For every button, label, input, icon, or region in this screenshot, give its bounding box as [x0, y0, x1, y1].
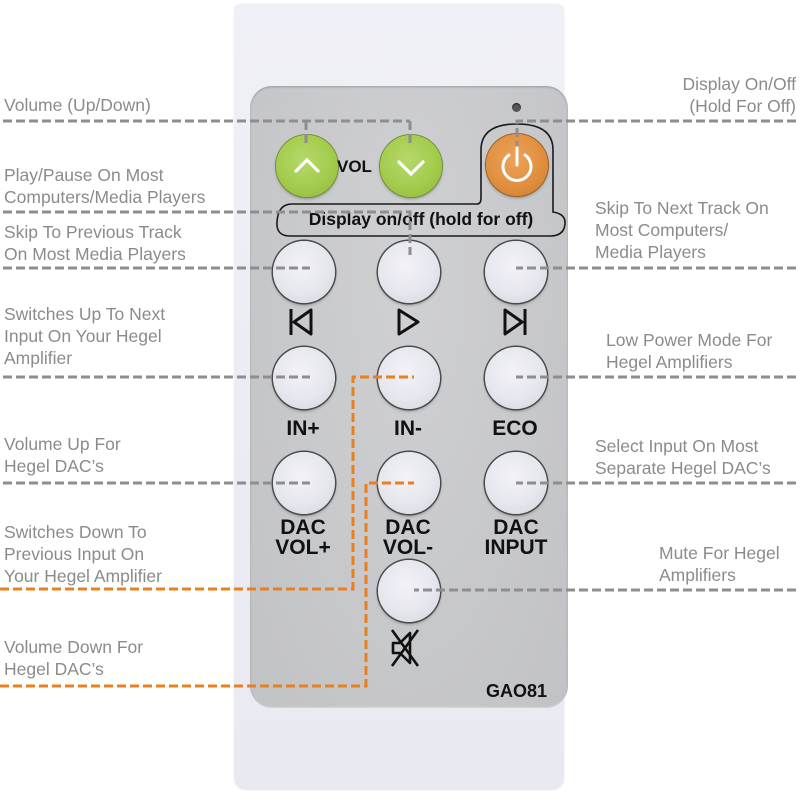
chevron-up-icon — [294, 157, 320, 173]
callout-line: Play/Pause On Most — [4, 165, 164, 185]
power-icon — [501, 146, 533, 182]
eco-button[interactable] — [485, 347, 547, 409]
callout-line: Low Power Mode For — [606, 330, 773, 350]
dac-input-label: DAC INPUT — [468, 516, 564, 559]
callout-line: Select Input On Most — [595, 436, 759, 456]
previous-track-button[interactable] — [273, 241, 335, 303]
callout-line: Amplifier — [4, 348, 73, 368]
callout-line: Media Players — [595, 242, 706, 262]
callout-line: Skip To Next Track On — [595, 198, 769, 218]
play-pause-button[interactable] — [378, 241, 440, 303]
callout-line: Input On Your Hegel — [4, 326, 162, 346]
dac-input-button[interactable] — [485, 452, 547, 514]
dac-volume-down-button[interactable] — [378, 452, 440, 514]
callout-play-pause: Play/Pause On Most Computers/Media Playe… — [4, 164, 205, 208]
callout-display: Display On/Off (Hold For Off) — [683, 73, 796, 117]
dac-input-label-line1: DAC — [493, 516, 539, 539]
callout-line: Separate Hegel DAC’s — [595, 458, 771, 478]
callout-input-up: Switches Up To Next Input On Your Hegel … — [4, 303, 165, 369]
power-button[interactable] — [486, 134, 548, 196]
mute-icon — [390, 629, 420, 667]
callout-line: Volume Down For — [4, 637, 144, 657]
callout-line: Mute For Hegel — [659, 543, 780, 563]
in-plus-label: IN+ — [286, 417, 320, 440]
vol-label: VOL — [337, 157, 372, 176]
volume-up-button[interactable] — [276, 135, 338, 197]
mute-button[interactable] — [378, 560, 440, 622]
callout-line: Computers/Media Players — [4, 187, 206, 207]
callout-line: Hegel DAC’s — [4, 456, 104, 476]
input-down-button[interactable] — [378, 347, 440, 409]
dac-vol-plus-label-line2: VOL+ — [275, 536, 331, 559]
callout-line: Volume Up For — [4, 434, 121, 454]
dac-vol-plus-label-line1: DAC — [280, 516, 326, 539]
callout-mute: Mute For Hegel Amplifiers — [659, 542, 780, 586]
callout-line: (Hold For Off) — [689, 96, 796, 116]
callout-line: On Most Media Players — [4, 244, 186, 264]
callout-line: Display On/Off — [682, 74, 796, 94]
callout-dac-input: Select Input On Most Separate Hegel DAC’… — [595, 435, 771, 479]
callout-previous-track: Skip To Previous Track On Most Media Pla… — [4, 221, 186, 265]
callout-line: Switches Down To — [4, 522, 147, 542]
status-led — [512, 103, 521, 112]
in-minus-label: IN- — [394, 417, 422, 440]
skip-previous-icon — [289, 308, 313, 336]
chevron-down-icon — [397, 160, 425, 177]
input-up-button[interactable] — [273, 347, 335, 409]
callout-next-track: Skip To Next Track On Most Computers/ Me… — [595, 197, 769, 263]
callout-line: Your Hegel Amplifier — [4, 566, 162, 586]
dac-volume-up-button[interactable] — [273, 452, 335, 514]
callout-line: Skip To Previous Track — [4, 222, 182, 242]
callout-line: Previous Input On — [4, 544, 145, 564]
dac-vol-minus-label: DAC VOL- — [363, 516, 453, 559]
callout-dac-volume-down: Volume Down For Hegel DAC’s — [4, 636, 143, 680]
play-icon — [397, 308, 420, 336]
eco-label: ECO — [492, 417, 538, 440]
callout-line: Hegel Amplifiers — [606, 352, 733, 372]
callout-line: Switches Up To Next — [4, 304, 166, 324]
dac-vol-minus-label-line1: DAC — [385, 516, 431, 539]
display-bubble-label: Display on/off (hold for off) — [308, 209, 534, 229]
model-number: GAO81 — [486, 681, 548, 701]
callout-eco: Low Power Mode For Hegel Amplifiers — [606, 329, 772, 373]
dac-input-label-line2: INPUT — [484, 536, 548, 559]
dac-vol-minus-label-line2: VOL- — [382, 536, 434, 559]
callout-line: Most Computers/ — [595, 220, 729, 240]
callout-dac-volume-up: Volume Up For Hegel DAC’s — [4, 433, 121, 477]
callout-input-down: Switches Down To Previous Input On Your … — [4, 521, 162, 587]
callout-line: Volume (Up/Down) — [4, 95, 151, 115]
dac-vol-plus-label: DAC VOL+ — [258, 516, 348, 559]
callout-volume: Volume (Up/Down) — [4, 94, 151, 116]
skip-next-icon — [503, 308, 527, 336]
callout-line: Amplifiers — [659, 565, 736, 585]
callout-line: Hegel DAC’s — [4, 659, 104, 679]
next-track-button[interactable] — [485, 241, 547, 303]
volume-down-button[interactable] — [380, 135, 442, 197]
